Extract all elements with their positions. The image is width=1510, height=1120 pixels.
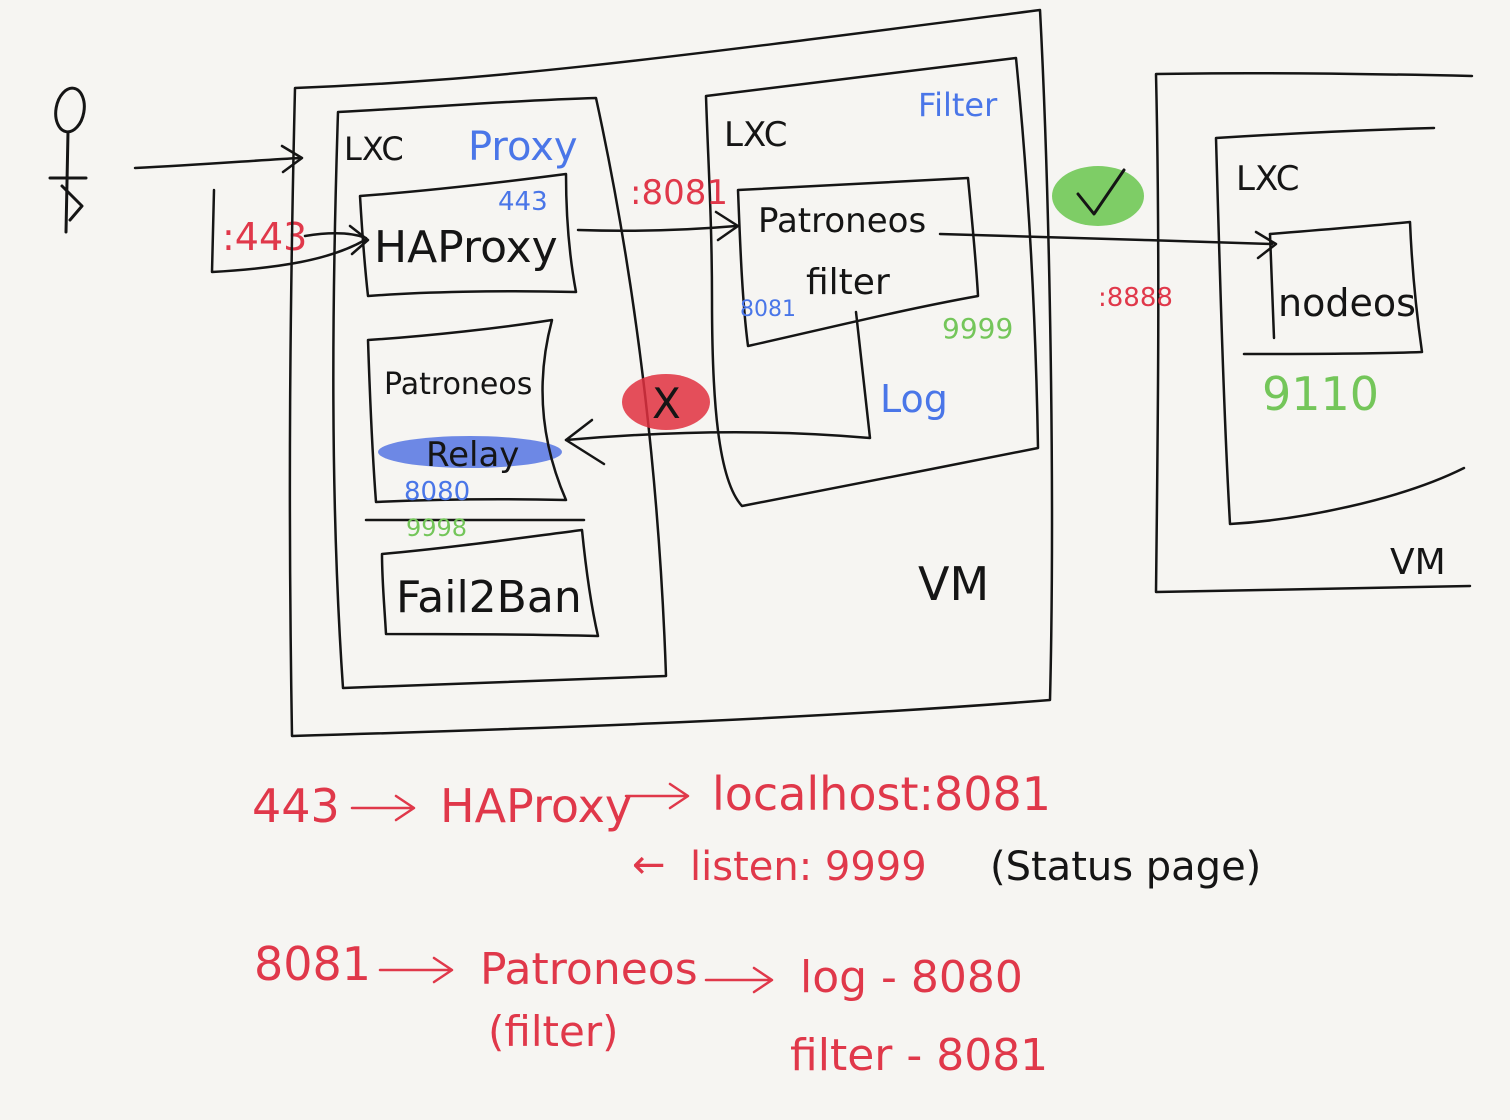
haproxy-to-filter-arrow	[576, 210, 740, 242]
patroneos-filter-port-blue: 8081	[740, 297, 796, 322]
note1-to2: localhost:8081	[712, 767, 1051, 821]
nodeos-label: nodeos	[1278, 281, 1416, 325]
note3-arrow-2	[704, 966, 774, 994]
right-vm-label: VM	[1390, 542, 1446, 583]
right-vm-box	[1154, 71, 1474, 594]
proxy-lxc-role-label: Proxy	[468, 124, 578, 170]
left-vm-label: VM	[918, 557, 989, 611]
relay-port-green: 9998	[406, 514, 467, 542]
patroneos-filter-port-green: 9999	[942, 312, 1013, 345]
x-mark-glyph: X	[652, 379, 681, 428]
relay-box	[364, 318, 586, 522]
inbound-port-label: :443	[222, 215, 307, 259]
notes: 443 HAProxy localhost:8081 ← listen: 999…	[252, 767, 1261, 1081]
note2-text: listen: 9999	[690, 844, 927, 890]
relay-label-bottom: Relay	[426, 435, 519, 475]
filter-lxc-box	[704, 56, 1040, 508]
checkmark-icon	[1052, 166, 1144, 226]
note1-to1: HAProxy	[440, 779, 632, 833]
filter-lxc-type-label: LXC	[724, 115, 788, 155]
relay-port-blue: 8080	[404, 477, 470, 507]
relay-highlight	[378, 436, 562, 468]
note3-to: Patroneos	[480, 944, 698, 995]
note1-arrow-1	[350, 794, 416, 822]
nodeos-port-green: 9110	[1262, 367, 1379, 421]
note3-filter: filter - 8081	[790, 1030, 1048, 1081]
haproxy-label: HAProxy	[374, 222, 558, 273]
note3-log: log - 8080	[800, 952, 1023, 1003]
stick-figure-icon	[48, 86, 88, 234]
note1-arrow-2	[624, 782, 690, 810]
patroneos-filter-label-bottom: filter	[806, 262, 890, 303]
patroneos-filter-box	[736, 176, 980, 348]
nodeos-edge-label: :8888	[1098, 283, 1173, 313]
nodeos-box	[1242, 220, 1424, 356]
log-label: Log	[880, 377, 948, 421]
proxy-lxc-box	[332, 96, 668, 690]
note2-paren: (Status page)	[990, 844, 1261, 890]
relay-label-top: Patroneos	[384, 367, 532, 402]
note2-arrow: ←	[632, 842, 666, 888]
note3-from: 8081	[254, 937, 371, 991]
patroneos-filter-label-top: Patroneos	[758, 201, 926, 241]
right-lxc-type-label: LXC	[1236, 159, 1300, 199]
fail2ban-box	[380, 528, 600, 638]
haproxy-box	[358, 172, 578, 298]
filter-to-nodeos-arrow	[938, 230, 1278, 260]
left-vm-box	[288, 8, 1054, 738]
x-mark-icon: X	[622, 374, 710, 430]
log-path-line	[564, 310, 872, 466]
fail2ban-label: Fail2Ban	[396, 572, 582, 623]
note3-arrow-1	[378, 956, 454, 984]
haproxy-port-label: 443	[498, 187, 548, 217]
right-lxc-box	[1214, 126, 1466, 526]
note1-from: 443	[252, 779, 340, 833]
inbound-arrow	[133, 144, 370, 274]
proxy-lxc-type-label: LXC	[344, 130, 404, 168]
note3-sub: (filter)	[488, 1007, 618, 1056]
filter-lxc-role-label: Filter	[918, 86, 998, 124]
filter-port-label: :8081	[630, 173, 728, 213]
